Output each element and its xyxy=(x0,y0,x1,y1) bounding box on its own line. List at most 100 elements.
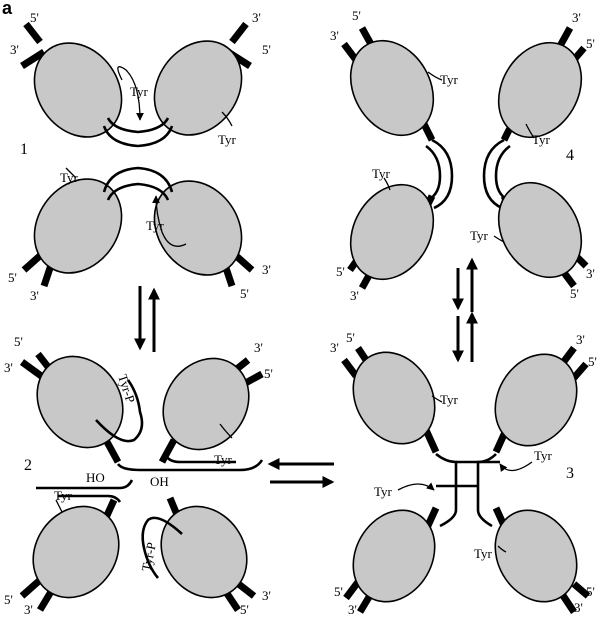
end-label: 3' xyxy=(10,42,19,57)
dna-arm xyxy=(559,592,577,614)
step-number: 4 xyxy=(566,147,574,164)
end-label: 5' xyxy=(262,42,271,57)
tyr-label: Tyr xyxy=(374,484,393,499)
step-number: 2 xyxy=(24,457,32,474)
end-label: 5' xyxy=(8,270,17,285)
equilibrium-arrows-4-3 xyxy=(452,257,478,363)
end-label: 5' xyxy=(30,10,39,25)
dna-strand xyxy=(425,144,442,202)
tyr-attack-arrow xyxy=(499,461,533,472)
tyr-leader xyxy=(221,111,233,127)
tyr-label: Tyr xyxy=(130,84,149,99)
recombinase-lobe xyxy=(160,505,248,599)
end-label: 5' xyxy=(4,592,13,607)
dna-strand xyxy=(482,138,505,210)
dna-arm xyxy=(341,357,359,379)
end-label: 3' xyxy=(572,10,581,25)
tyr-attack-arrow xyxy=(397,482,435,491)
oh-label: OH xyxy=(150,474,169,489)
dna-arm xyxy=(158,438,178,464)
end-label: 3' xyxy=(30,288,39,303)
holliday-strand xyxy=(435,452,458,528)
panel-2: Tyr-P 5' 3' 3' 5' Tyr OH 2 Tyr-P HO Tyr … xyxy=(4,334,273,617)
end-label: 5' xyxy=(240,286,249,301)
end-label: 3' xyxy=(576,332,585,347)
recombinase-lobe xyxy=(352,351,436,445)
end-label: 3' xyxy=(586,266,595,281)
tyr-leader xyxy=(525,123,535,139)
tyr-label: Tyr xyxy=(440,72,459,87)
dna-strand xyxy=(36,479,134,490)
end-label: 3' xyxy=(24,602,33,616)
dna-arm xyxy=(556,26,574,48)
end-label: 5' xyxy=(264,366,273,381)
dna-arm xyxy=(422,428,440,454)
tyr-leader xyxy=(427,71,443,81)
dna-strand xyxy=(102,166,174,193)
recombinase-lobe xyxy=(33,42,123,138)
recombinase-lobe xyxy=(33,178,123,274)
tyr-label: Tyr xyxy=(440,392,459,407)
equilibrium-arrows-2-3 xyxy=(267,458,335,488)
end-label: 5' xyxy=(334,584,343,599)
dna-strand xyxy=(494,144,511,202)
end-label: 5' xyxy=(586,584,595,599)
end-label: 3' xyxy=(330,340,339,355)
end-label: 3' xyxy=(574,600,583,615)
dna-strand xyxy=(106,182,170,201)
dna-arm xyxy=(223,590,241,612)
recombinase-lobe xyxy=(497,41,583,139)
tyr-label: Tyr xyxy=(474,546,493,561)
recombinase-lobe xyxy=(497,181,583,279)
recombinase-lobe xyxy=(352,509,436,603)
dna-arm xyxy=(420,122,436,142)
end-label: 3' xyxy=(252,10,261,25)
holliday-strand xyxy=(476,453,497,528)
recombinase-lobe xyxy=(162,357,250,451)
dna-arm xyxy=(571,581,591,599)
dna-strand xyxy=(58,494,122,503)
tyr-leader xyxy=(219,423,233,439)
ho-label: HO xyxy=(86,470,105,485)
panel-3: Tyr Tyr 3' 5' 3' 5' 3 Tyr Tyr 5' 3' 3' 5… xyxy=(330,330,597,617)
end-label: 5' xyxy=(346,330,355,345)
tyr-leader xyxy=(431,395,443,403)
step-number: 1 xyxy=(20,141,28,158)
dna-arm xyxy=(20,49,46,69)
dna-arm xyxy=(229,21,249,45)
recombinase-lobe xyxy=(349,39,435,137)
tyr-leader xyxy=(497,545,507,553)
tyr-attack-arrow xyxy=(152,195,187,247)
tyr-label: Tyr xyxy=(60,170,79,185)
tyr-label: Tyr xyxy=(146,218,165,233)
tyr-p-linker xyxy=(95,379,144,443)
end-label: 3' xyxy=(330,28,339,43)
tyr-p-linker xyxy=(141,516,183,579)
tyr-leader xyxy=(55,499,63,513)
tyr-leader xyxy=(65,167,77,179)
equilibrium-arrows-1-2 xyxy=(134,286,160,352)
recombinase-lobe xyxy=(349,183,435,281)
end-label: 5' xyxy=(352,8,361,23)
tyr-label: Tyr xyxy=(214,452,233,467)
end-label: 3' xyxy=(4,360,13,375)
dna-arm xyxy=(102,438,122,464)
dna-strand xyxy=(431,138,454,210)
end-label: 3' xyxy=(254,340,263,355)
end-label: 3' xyxy=(262,262,271,277)
tyr-label: Tyr xyxy=(534,448,553,463)
dna-strand xyxy=(106,117,170,134)
recombinase-lobe xyxy=(494,353,578,447)
dna-arm xyxy=(343,579,361,601)
end-label: 5' xyxy=(240,602,249,616)
panel-1: 3' 5' 3' 5' Tyr Tyr 1 xyxy=(10,10,271,158)
end-label: 5' xyxy=(586,36,595,51)
tyr-label: Tyr xyxy=(218,132,237,147)
tyr-attack-arrow xyxy=(117,66,144,121)
panel-1-bottom: Tyr Tyr 5' 3' 3' 5' xyxy=(8,166,271,303)
panel-letter: a xyxy=(2,0,13,18)
dna-arm xyxy=(341,41,359,63)
recombinase-lobe xyxy=(153,40,243,136)
